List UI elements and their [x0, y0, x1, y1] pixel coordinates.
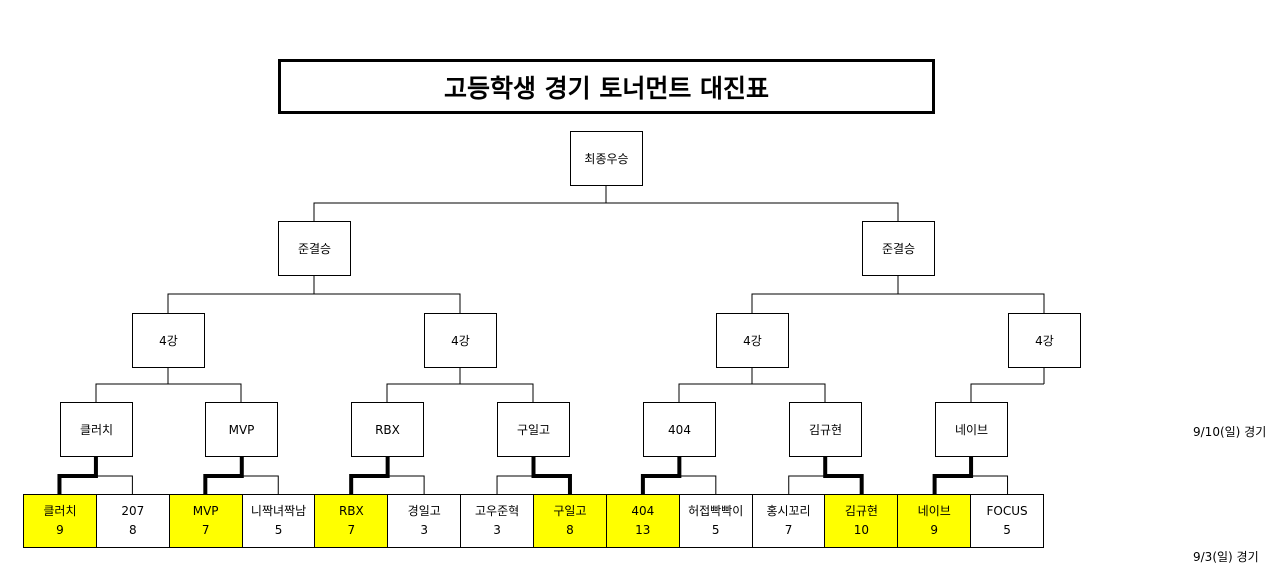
team-name: RBX: [338, 504, 364, 518]
team-name: 경일고: [407, 504, 441, 518]
first-round-date-note: 9/3(일) 경기: [1193, 550, 1259, 564]
match-connector: [350, 475, 425, 494]
team-cell: 네이브 9: [898, 495, 972, 547]
quarter-box-4: 구일고: [497, 402, 570, 457]
team-name: MVP: [192, 504, 219, 518]
team-cell: FOCUS 5: [971, 495, 1044, 547]
semi-box-1: 4강: [132, 313, 205, 368]
team-cell: 경일고 3: [388, 495, 462, 547]
team-cell: MVP 7: [169, 495, 243, 547]
team-name: FOCUS: [986, 504, 1028, 518]
team-score: 3: [493, 523, 501, 537]
team-name: 홍시꼬리: [766, 504, 811, 518]
team-cell: 허접빡빡이 5: [679, 495, 753, 547]
team-score: 13: [635, 523, 651, 537]
winner-path: [640, 457, 682, 494]
team-name: 구일고: [553, 504, 587, 518]
match-connector: [204, 475, 279, 494]
semi-connector: [167, 293, 461, 313]
team-score: 9: [56, 523, 64, 537]
quarter-box-1: 클러치: [60, 402, 133, 457]
team-cell: RBX 7: [315, 495, 389, 547]
winner-path: [932, 457, 974, 494]
team-cell: 고우준혁 3: [461, 495, 535, 547]
semi-box-2: 4강: [424, 313, 497, 368]
quarter-connector: [95, 383, 242, 402]
team-cell: 홍시꼬리 7: [752, 495, 826, 547]
winner-path: [531, 457, 572, 494]
quarter-connector: [970, 383, 1044, 402]
team-cell: 니짝녀짝남 5: [242, 495, 316, 547]
team-score: 8: [128, 523, 137, 537]
quarter-box-3: RBX: [351, 402, 424, 457]
quarter-box-5: 404: [643, 402, 716, 457]
bracket-title: 고등학생 경기 토너먼트 대진표: [278, 59, 935, 114]
team-score: 9: [930, 523, 939, 537]
quarter-box-7: 네이브: [935, 402, 1008, 457]
quarter-box-2: MVP: [205, 402, 278, 457]
team-name: 404: [631, 504, 655, 518]
quarter-date-note: 9/10(일) 경기: [1193, 425, 1267, 439]
team-name: 니짝녀짝남: [250, 504, 307, 518]
match-connector: [58, 475, 133, 494]
final-connector: [313, 202, 899, 221]
team-name: 클러치: [43, 504, 77, 518]
champion-box: 최종우승: [570, 131, 643, 186]
team-score: 7: [784, 523, 793, 537]
match-connector: [934, 475, 1009, 494]
final-box-left: 준결승: [278, 221, 351, 276]
quarter-connector: [678, 383, 826, 402]
semi-box-3: 4강: [716, 313, 789, 368]
quarter-box-6: 김규현: [789, 402, 862, 457]
team-cell: 김규현 10: [825, 495, 899, 547]
team-name: 207: [121, 504, 145, 518]
semi-connector: [751, 293, 1045, 313]
winner-path: [823, 457, 864, 494]
semi-box-4: 4강: [1008, 313, 1081, 368]
match-connector: [496, 475, 571, 494]
team-cell: 클러치 9: [24, 495, 97, 547]
team-score: 7: [201, 523, 210, 537]
winner-path: [57, 457, 98, 494]
team-name: 고우준혁: [475, 504, 520, 518]
team-cell: 구일고 8: [534, 495, 607, 547]
team-name: 김규현: [844, 504, 878, 518]
match-connector: [642, 475, 717, 494]
team-name: 허접빡빡이: [688, 504, 744, 518]
winner-path: [349, 457, 390, 494]
final-box-right: 준결승: [862, 221, 935, 276]
match-connector: [788, 475, 863, 494]
team-score: 5: [274, 523, 283, 537]
team-score: 3: [420, 523, 429, 537]
team-score: 10: [853, 523, 870, 537]
team-score: 8: [566, 523, 574, 537]
quarter-connector: [386, 383, 534, 402]
team-score: 7: [347, 523, 356, 537]
team-score: 5: [711, 523, 720, 537]
team-score: 5: [1003, 523, 1011, 537]
winner-path: [203, 457, 244, 494]
team-name: 네이브: [917, 504, 951, 518]
